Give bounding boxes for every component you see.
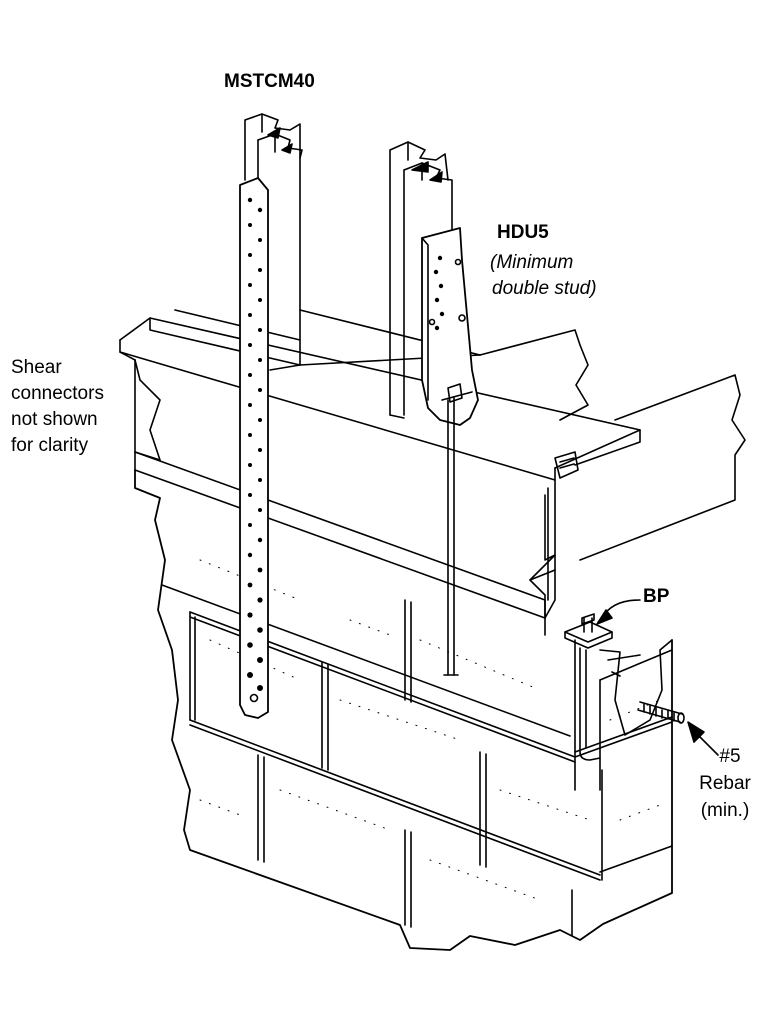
rebar-label-line2: Rebar — [699, 773, 751, 794]
bearing-plate — [564, 613, 673, 761]
holdown-label: HDU5 — [497, 222, 549, 243]
leader-lines — [596, 599, 719, 756]
shear-note-line4: for clarity — [11, 435, 89, 456]
rebar-5 — [637, 701, 685, 724]
strap-label: MSTCM40 — [224, 71, 315, 92]
strap-holes — [247, 197, 263, 691]
floor-framing — [119, 309, 746, 636]
cmu-wall — [134, 469, 673, 951]
shear-note-line3: not shown — [11, 409, 98, 430]
rebar-label-line1: #5 — [719, 746, 741, 767]
studs-right — [389, 141, 453, 419]
bearing-plate-label: BP — [643, 586, 670, 607]
holdown-note-line2: double stud) — [492, 278, 597, 299]
holdown-note-line1: (Minimum — [490, 252, 574, 273]
shear-note-line2: connectors — [11, 383, 104, 404]
shear-note-line1: Shear — [11, 357, 62, 378]
rebar-label-line3: (min.) — [700, 800, 750, 821]
holdown-hdu5 — [421, 227, 479, 676]
strap-mstcm40 — [239, 177, 269, 719]
studs-left — [244, 113, 303, 371]
